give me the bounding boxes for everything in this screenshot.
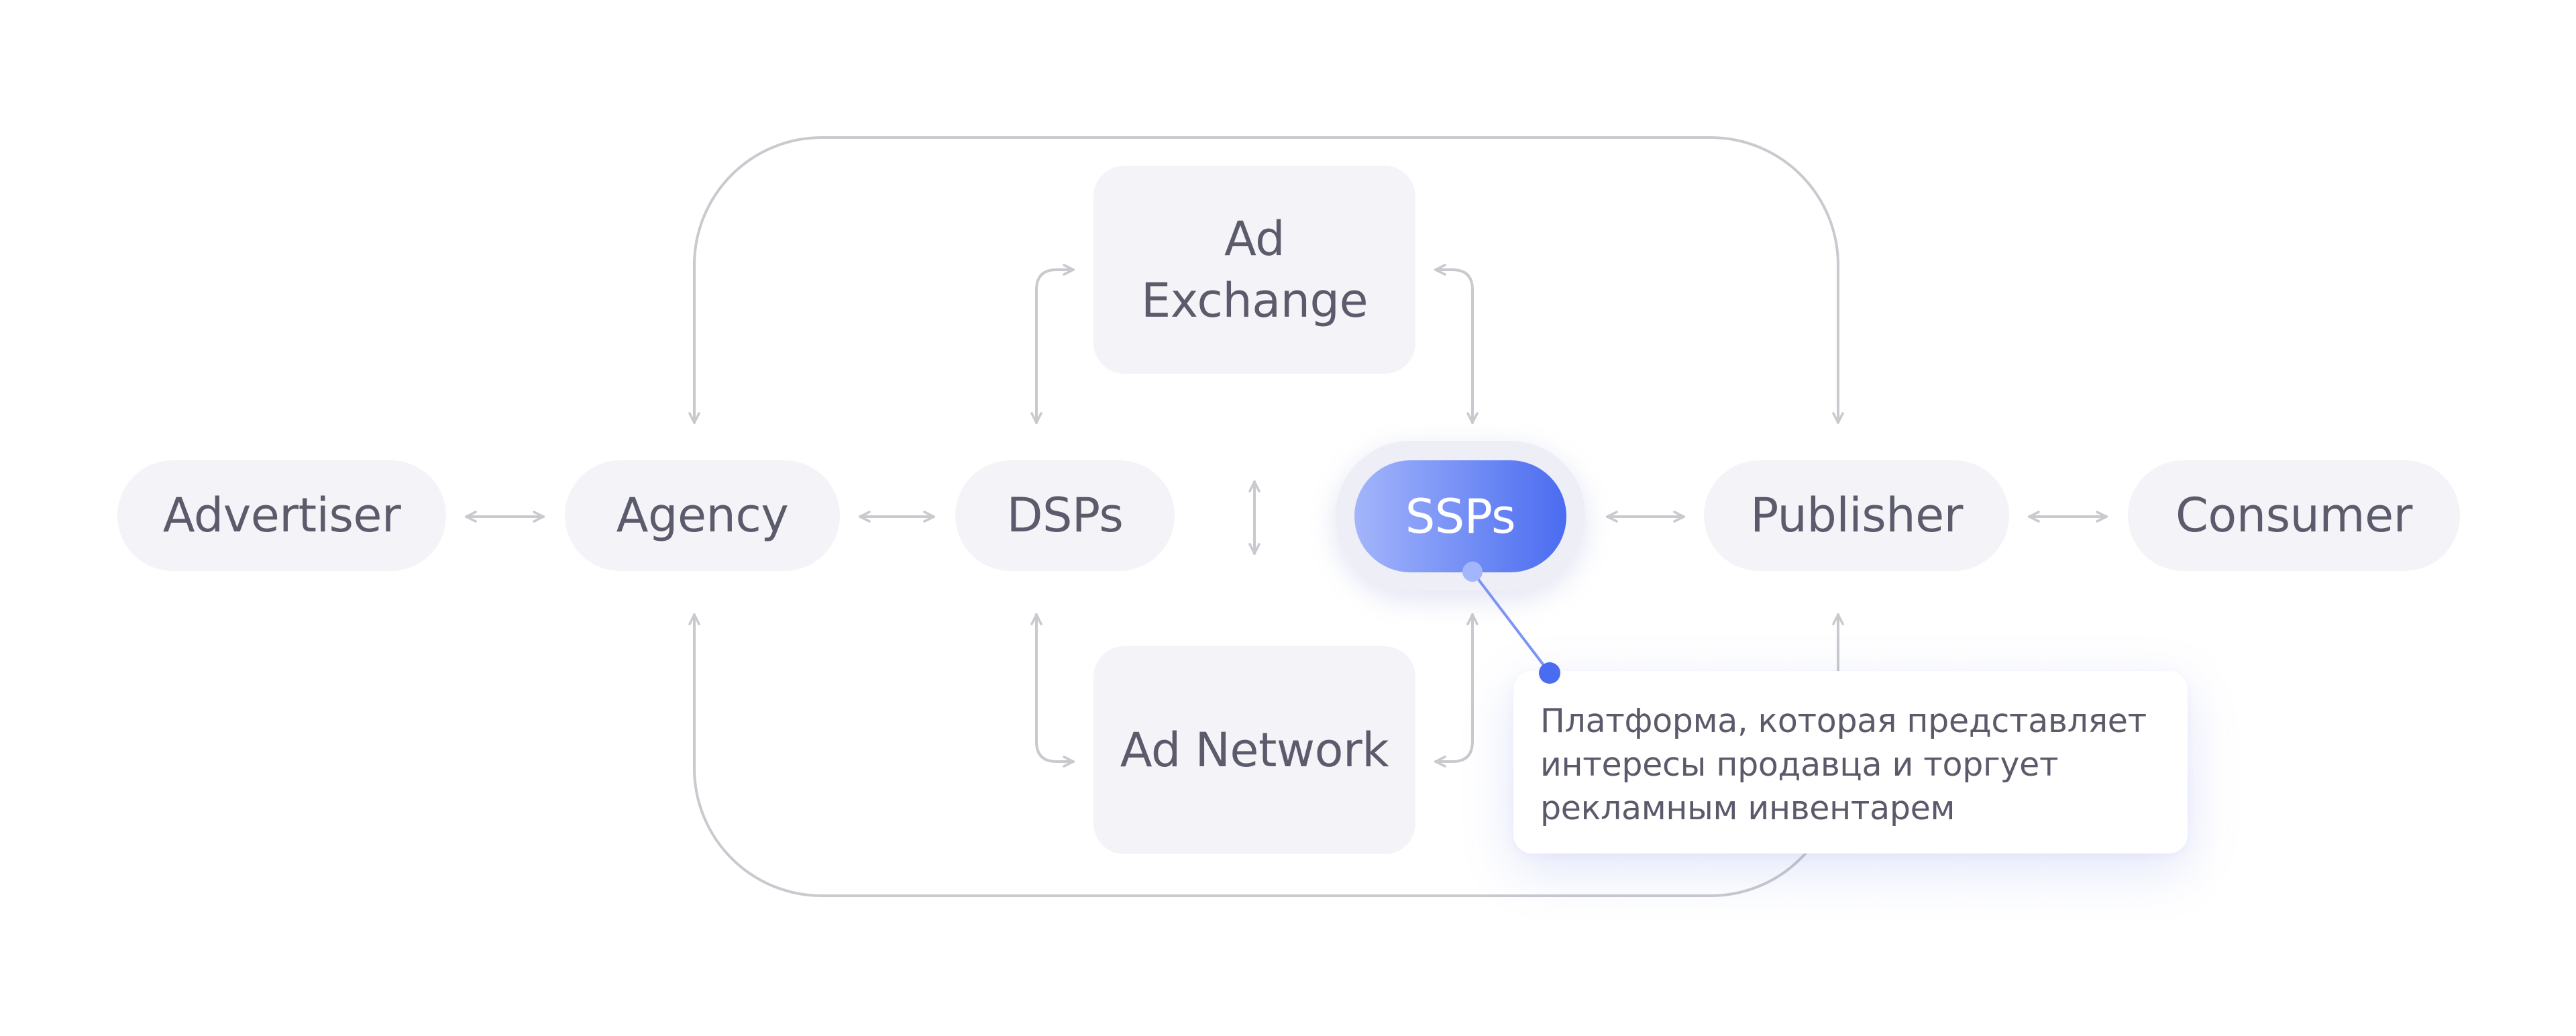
link-ssps-network (1434, 613, 1479, 768)
node-dsps: DSPs (955, 460, 1175, 571)
tooltip-line-3: рекламным инвентарем (1540, 789, 1955, 827)
ad-exchange-label-line-1: Ad (1224, 211, 1285, 266)
ad-exchange-label-line-2: Exchange (1140, 273, 1368, 328)
link-dsps-exchange (1030, 264, 1075, 424)
node-consumer: Consumer (2128, 460, 2460, 571)
node-ssps-highlighted[interactable]: SSPs (1354, 460, 1566, 572)
link-exchange-ssps (1434, 264, 1479, 424)
ssps-description-tooltip: Платформа, которая представляет интересы… (1513, 671, 2188, 853)
tooltip-line-1: Платформа, которая представляет (1540, 702, 2147, 740)
tooltip-line-2: интересы продавца и торгует (1540, 745, 2059, 784)
node-ad-exchange: Ad Exchange (1093, 166, 1415, 374)
node-advertiser: Advertiser (117, 460, 446, 571)
node-agency: Agency (565, 460, 840, 571)
link-dsps-network (1030, 613, 1075, 768)
loop-top-connector (688, 136, 1844, 424)
node-publisher: Publisher (1704, 460, 2009, 571)
node-ad-network: Ad Network (1093, 646, 1415, 854)
